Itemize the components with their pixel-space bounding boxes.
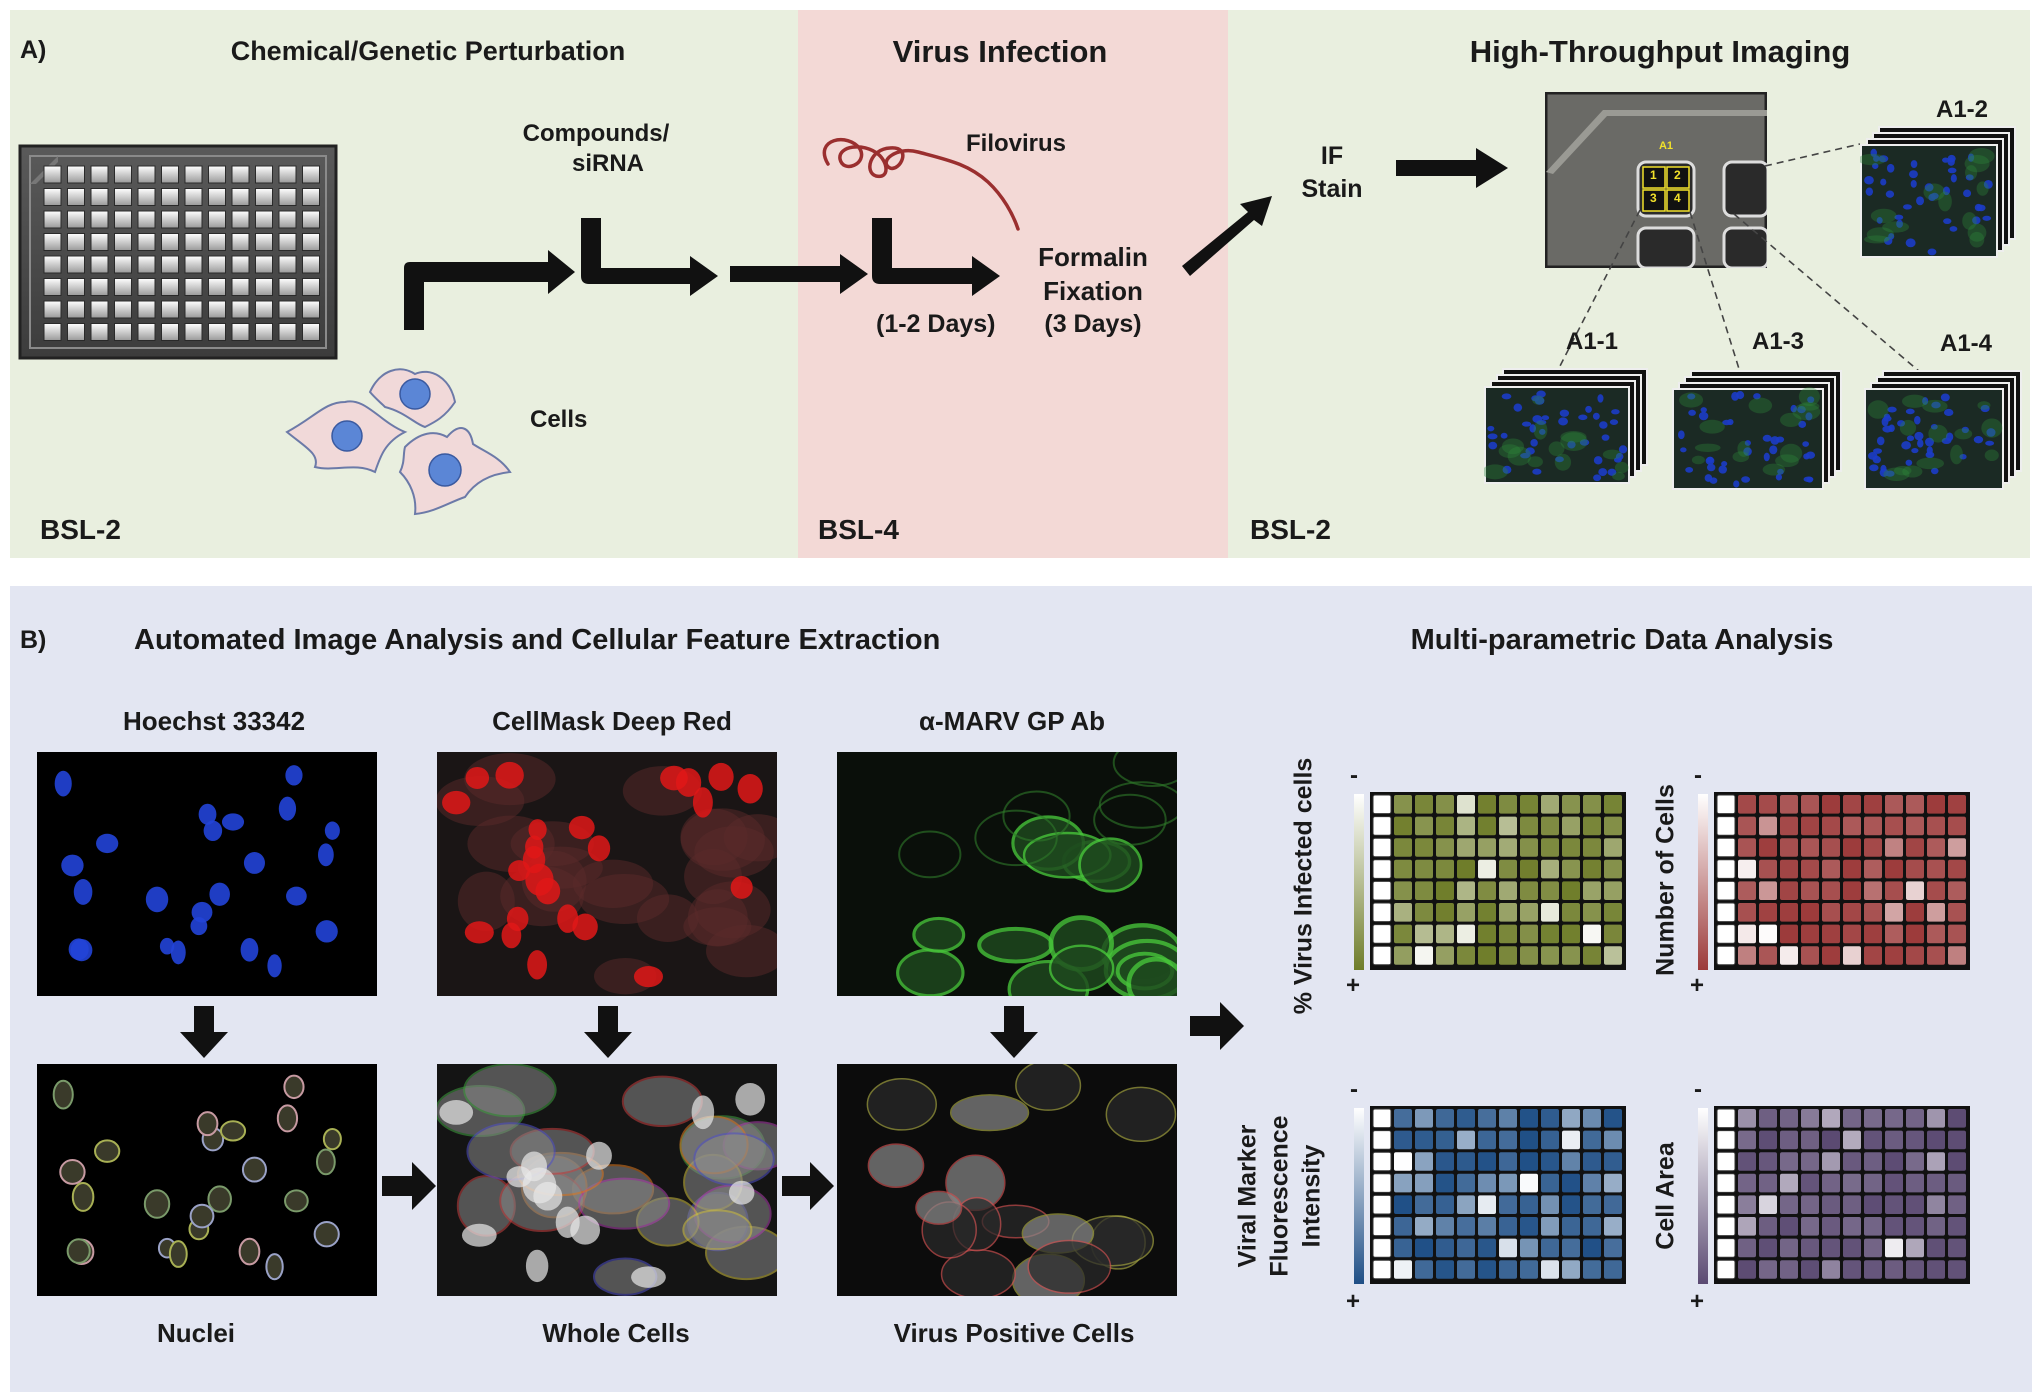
result-label-whole-cells: Whole Cells <box>542 1318 690 1348</box>
infection-duration: (1-2 Days) <box>876 310 996 338</box>
bsl-label-infection: BSL-4 <box>818 514 899 545</box>
result-label-virus-positive: Virus Positive Cells <box>893 1318 1135 1348</box>
scale-minus-2: - <box>1694 762 1702 789</box>
field-label-a1-3: A1-3 <box>1752 328 1805 355</box>
channel-name-marv-gp: α-MARV GP Ab <box>919 706 1105 736</box>
result-label-nuclei: Nuclei <box>156 1318 236 1348</box>
hoechst-image <box>37 752 377 996</box>
image-analysis-title: Automated Image Analysis and Cellular Fe… <box>134 624 941 656</box>
stain-line2: Stain <box>1301 175 1363 203</box>
bsl-label-imaging: BSL-2 <box>1250 514 1331 545</box>
fixation-duration: (3 Days) <box>1044 310 1142 338</box>
perturbation-title: Chemical/Genetic Perturbation <box>230 36 626 66</box>
scale-plus-3: + <box>1346 1288 1361 1315</box>
field-label-a1-1: A1-1 <box>1566 328 1619 355</box>
compounds-label-line1: Compounds/ <box>522 120 670 147</box>
well-a1-label: A1 <box>1658 140 1674 152</box>
marv-gp-image <box>837 752 1177 996</box>
field-number-3: 3 <box>1650 191 1657 205</box>
infection-title: Virus Infection <box>892 34 1108 69</box>
fixation-line2: Fixation <box>1043 276 1143 306</box>
imaging-title: High-Throughput Imaging <box>1469 34 1851 69</box>
scale-bar-cell-area <box>1698 1108 1708 1284</box>
filovirus-label: Filovirus <box>966 130 1067 157</box>
field-label-a1-2: A1-2 <box>1936 96 1989 123</box>
scale-plus-1: + <box>1346 972 1361 999</box>
heatmap-label-number-of-cells: Number of Cells <box>1651 784 1680 976</box>
scale-minus-4: - <box>1694 1076 1702 1103</box>
scale-minus-1: - <box>1350 762 1358 789</box>
nuclei-segmentation-image <box>37 1064 377 1296</box>
heatmap-number-of-cells <box>1714 792 1970 970</box>
heatmap-label-viral-marker-line3: Intensity <box>1297 1144 1326 1248</box>
panel-a-label: A) <box>20 36 47 64</box>
bsl4-region <box>798 10 1228 558</box>
field-stack-a1-1 <box>1484 368 1652 488</box>
scale-bar-viral-marker <box>1354 1108 1364 1284</box>
whole-cells-segmentation-image <box>437 1064 777 1296</box>
scale-bar-number-of-cells <box>1698 794 1708 970</box>
field-stack-a1-4 <box>1864 370 2026 494</box>
heatmap-label-viral-marker-line1: Viral Marker <box>1233 1124 1262 1268</box>
heatmap-percent-infected <box>1370 792 1626 970</box>
scale-plus-4: + <box>1690 1288 1705 1315</box>
stain-line1: IF <box>1320 142 1344 170</box>
scale-plus-2: + <box>1690 972 1705 999</box>
field-label-a1-4: A1-4 <box>1940 330 1993 357</box>
compounds-label-line2: siRNA <box>571 150 645 177</box>
cellmask-image <box>437 752 777 996</box>
field-stack-a1-2 <box>1860 126 2020 262</box>
panel-b-label: B) <box>20 626 47 654</box>
heatmap-label-percent-infected: % Virus Infected cells <box>1289 757 1318 1015</box>
fixation-line1: Formalin <box>1038 242 1148 272</box>
well-plate-graphic <box>18 144 338 360</box>
channel-name-cellmask: CellMask Deep Red <box>492 706 732 736</box>
data-analysis-title: Multi-parametric Data Analysis <box>1410 624 1834 656</box>
scale-bar-percent-infected <box>1354 794 1364 970</box>
heatmap-label-viral-marker-line2: Fluorescence <box>1265 1115 1294 1277</box>
filovirus-graphic <box>818 134 1048 234</box>
heatmap-viral-marker-intensity <box>1370 1106 1626 1284</box>
channel-name-hoechst: Hoechst 33342 <box>122 706 306 736</box>
heatmap-cell-area <box>1714 1106 1970 1284</box>
virus-positive-segmentation-image <box>837 1064 1177 1296</box>
field-number-1: 1 <box>1650 168 1657 182</box>
cells-illustration <box>285 362 515 522</box>
cells-label: Cells <box>530 406 588 433</box>
bsl-label-perturbation: BSL-2 <box>40 514 121 545</box>
field-number-4: 4 <box>1674 191 1681 205</box>
well-plate <box>18 144 338 360</box>
heatmap-label-cell-area: Cell Area <box>1651 1142 1680 1250</box>
field-number-2: 2 <box>1674 168 1681 182</box>
scale-minus-3: - <box>1350 1076 1358 1103</box>
field-stack-a1-3 <box>1672 370 1846 494</box>
